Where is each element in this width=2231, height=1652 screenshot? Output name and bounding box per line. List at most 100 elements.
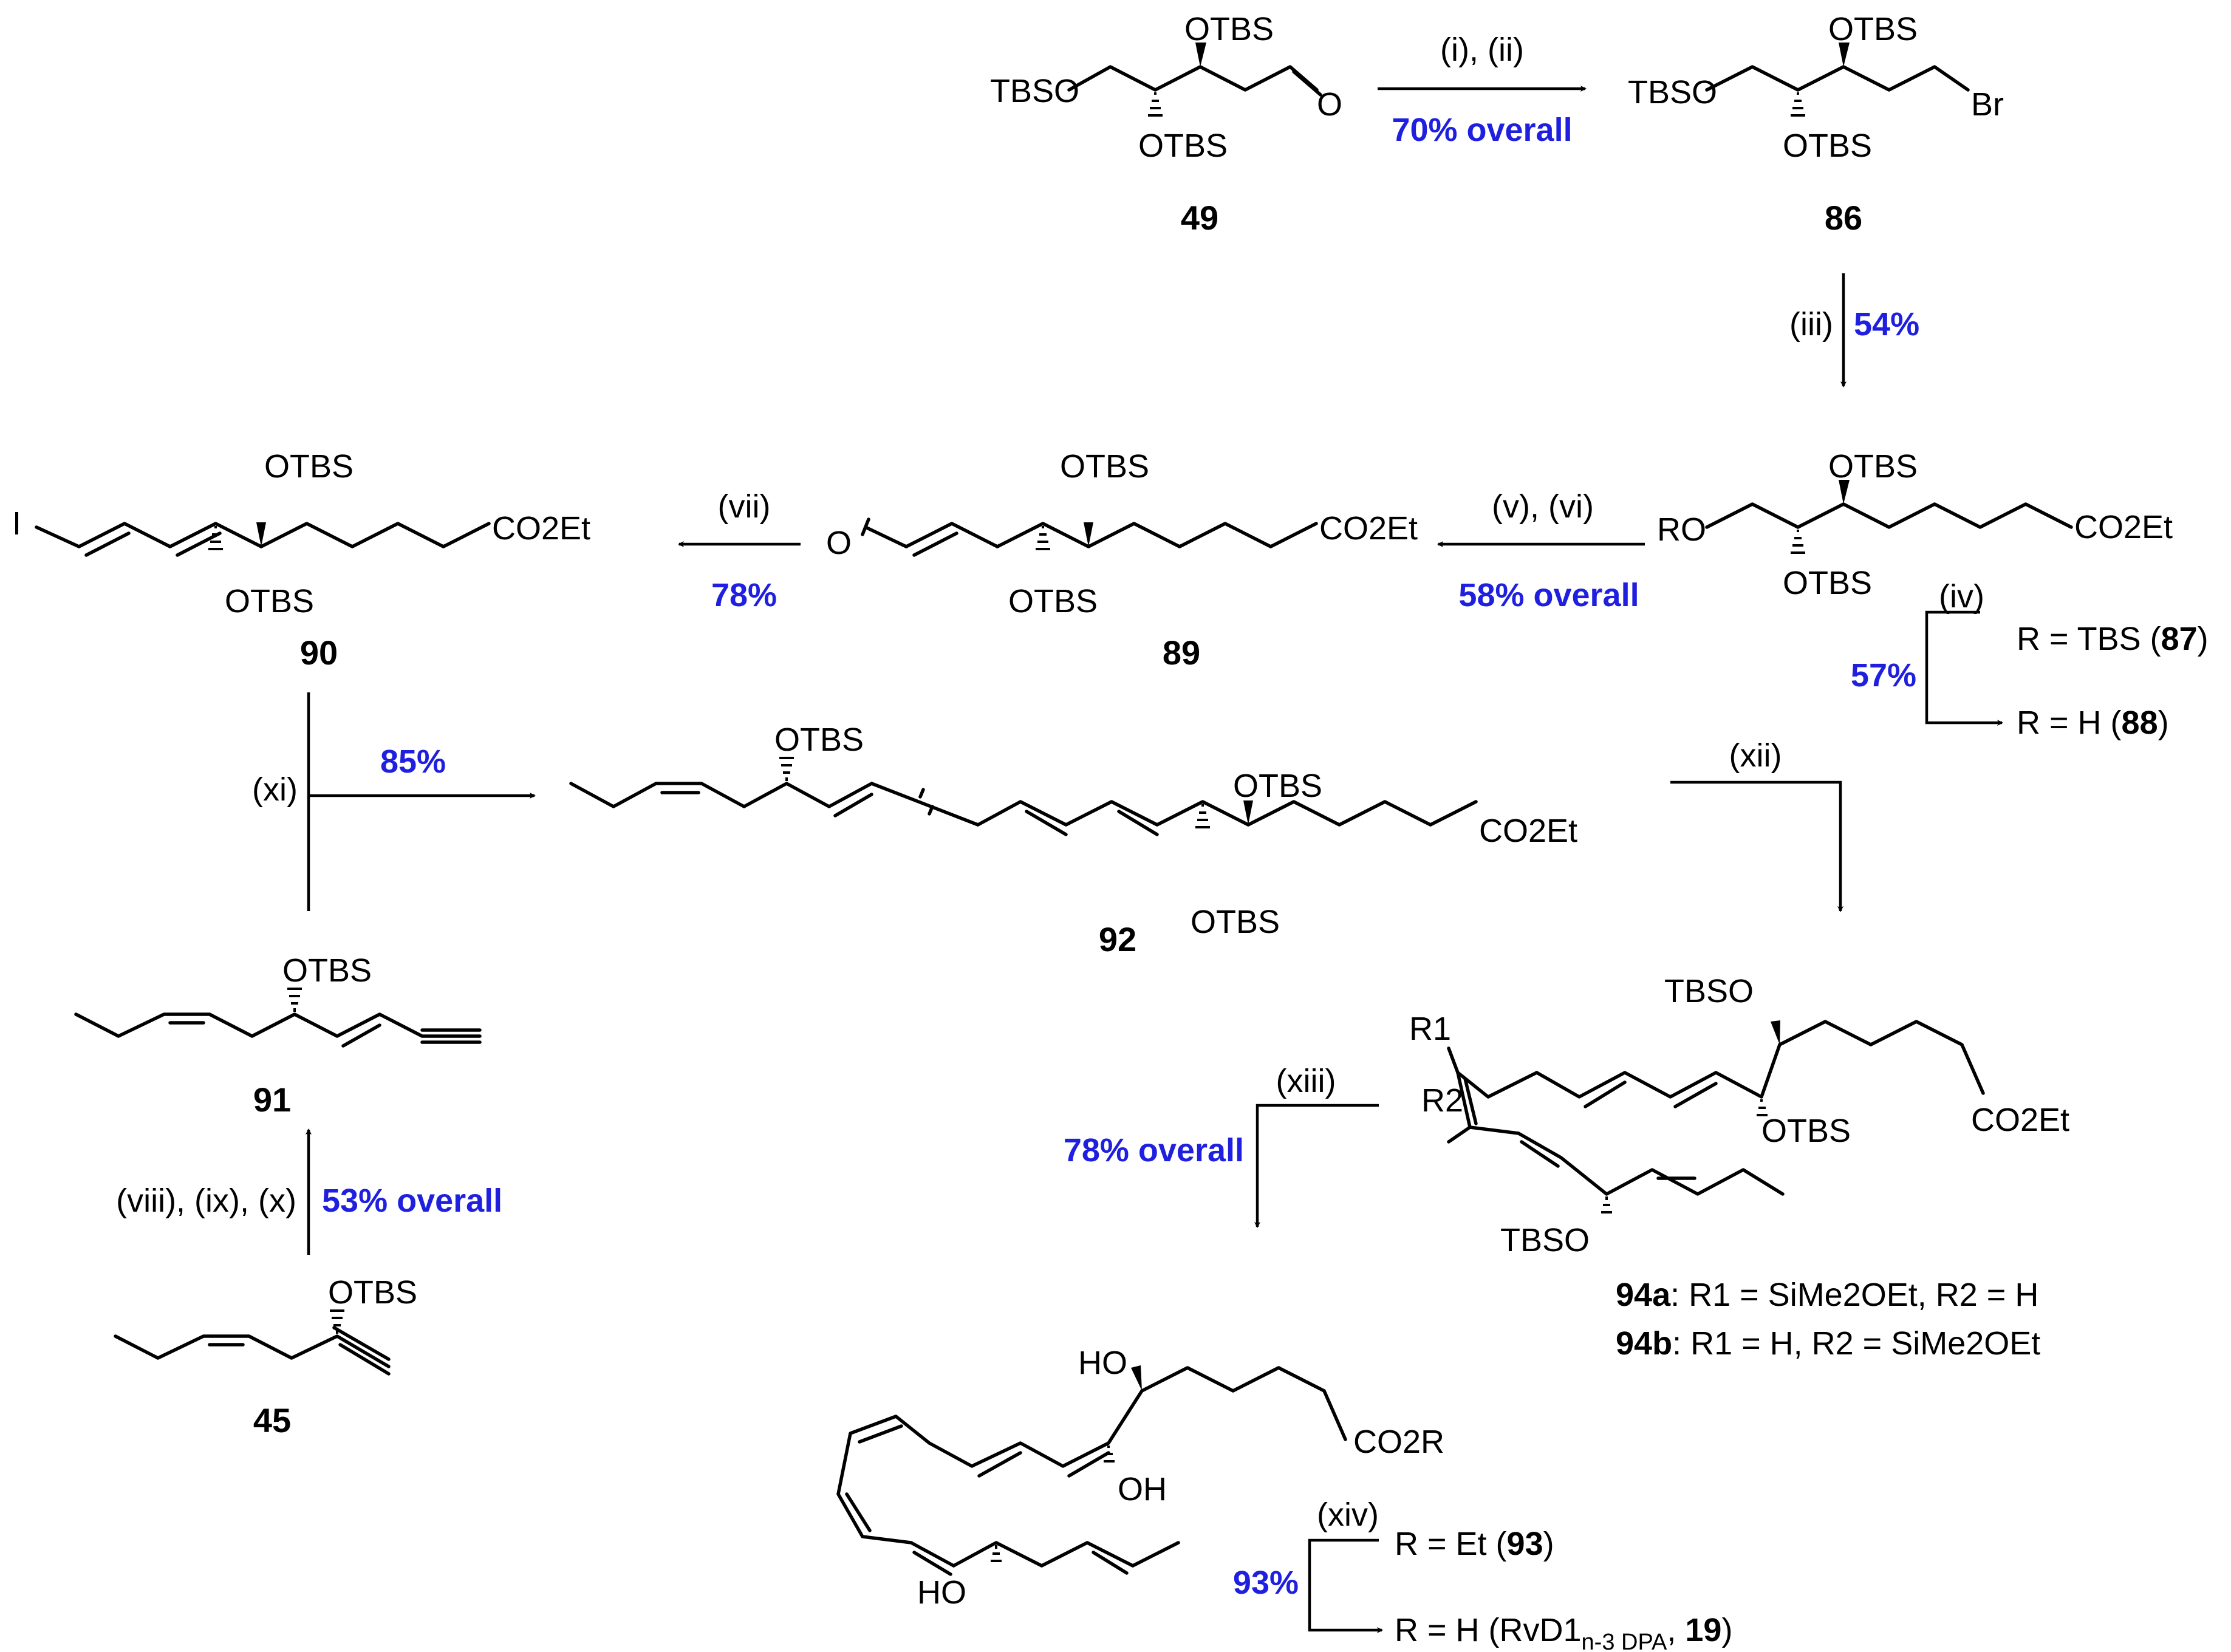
from-id: 93 [1507,1526,1543,1562]
oxygen-label: O [826,525,852,561]
otbs-label: OTBS [1828,11,1918,47]
step-arrow-1: (i), (ii) 70% overall [1378,32,1587,148]
from-text: R = TBS ( [2017,621,2161,657]
step-conditions: (iv) [1939,578,1984,615]
step-to: R = H (88) [2017,705,2169,741]
to-subscript: n-3 DPA [1582,1630,1667,1652]
step-conditions: (v), (vi) [1492,488,1594,525]
otbs-label: OTBS [1138,128,1228,164]
tbso-label: TBSO [990,73,1079,109]
compound-id: 49 [1181,199,1218,237]
compound-id: 45 [253,1401,291,1439]
otbs-label: OTBS [1761,1113,1851,1149]
step-arrow-5: (vii) 78% [678,488,801,613]
otbs-label: OTBS [1783,128,1872,164]
ester-label: CO2R [1353,1424,1444,1460]
otbs-label: OTBS [1783,565,1872,601]
step-yield: 70% overall [1392,112,1572,148]
tbso-label: TBSO [1500,1222,1590,1258]
step-conditions: (xii) [1729,737,1782,774]
r1-label: R1 [1409,1011,1451,1047]
compound-id: 86 [1825,199,1862,237]
otbs-label: OTBS [1184,11,1274,47]
step-arrow-7: (xi) 85% [252,692,536,911]
variant-text: : R1 = H, R2 = SiMe2OEt [1672,1325,2040,1362]
step-yield: 85% [380,743,446,780]
otbs-label: OTBS [225,583,314,620]
ester-label: CO2Et [1319,510,1418,547]
oxygen-label: O [1317,86,1342,123]
step-yield: 57% [1851,657,1916,694]
compound-49: TBSO OTBS OTBS O 49 [990,11,1342,237]
step-from: R = TBS (87) [2017,621,2209,657]
step-conditions: (iii) [1789,306,1833,343]
step-arrow-10: (xiv) 93% R = Et (93) R = H (RvD1n-3 DPA… [1233,1497,1733,1652]
iodine-label: I [12,505,21,542]
step-arrow-4: (v), (vi) 58% overall [1437,488,1645,613]
ester-label: CO2Et [2074,509,2173,545]
step-arrow-6: (viii), (ix), (x) 53% overall [116,1128,502,1255]
compound-87-88: RO OTBS OTBS CO2Et [1657,448,2173,601]
from-text: R = Et ( [1395,1526,1507,1562]
to-text: R = H ( [2017,705,2122,741]
step-conditions: (xi) [252,771,298,808]
tbso-label: TBSO [1664,973,1754,1009]
variant-94a: 94a: R1 = SiMe2OEt, R2 = H [1616,1277,2038,1313]
compound-93: HO OH HO CO2R [836,1345,1444,1611]
otbs-label: OTBS [1060,448,1149,485]
to-text: R = H (RvD1 [1395,1612,1582,1648]
compound-id: 90 [300,633,338,672]
to-id: 88 [2122,705,2158,741]
ester-label: CO2Et [492,510,590,547]
r2-label: R2 [1421,1082,1463,1119]
compound-45: OTBS 45 [114,1274,417,1439]
step-arrow-2: (iii) 54% [1789,273,1919,387]
step-yield: 78% [711,577,777,613]
step-from: R = Et (93) [1395,1526,1554,1562]
hydroxyl-label: OH [1118,1471,1167,1507]
compound-id: 91 [253,1080,291,1119]
bromine-label: Br [1971,86,2004,123]
compound-92: OTBS OTBS OTBS CO2Et 92 [569,722,1577,958]
from-id: 87 [2161,621,2198,657]
otbs-label: OTBS [1008,583,1098,620]
compound-86: TBSO OTBS OTBS Br 86 [1628,11,2004,237]
otbs-label: OTBS [1233,768,1322,804]
compound-89: O OTBS OTBS CO2Et 89 [826,448,1418,672]
otbs-label: OTBS [328,1274,417,1311]
step-arrow-3: (iv) 57% R = TBS (87) R = H (88) [1851,578,2209,741]
step-conditions: (i), (ii) [1440,32,1524,68]
step-conditions: (vii) [718,488,771,525]
otbs-label: OTBS [774,722,864,758]
to-id: 19 [1685,1612,1721,1648]
otbs-label: OTBS [282,952,372,989]
step-conditions: (viii), (ix), (x) [116,1183,296,1219]
otbs-label: OTBS [1191,904,1280,940]
ro-label: RO [1657,511,1706,548]
step-conditions: (xiv) [1317,1497,1379,1533]
step-yield: 78% overall [1064,1132,1244,1169]
hydroxyl-label: HO [1078,1345,1127,1381]
step-conditions: (xiii) [1276,1063,1336,1099]
tbso-label: TBSO [1628,74,1717,111]
otbs-label: OTBS [1828,448,1918,485]
compound-91: OTBS 91 [74,952,482,1119]
variant-94b: 94b: R1 = H, R2 = SiMe2OEt [1616,1325,2040,1362]
compound-id: 92 [1099,920,1136,958]
hydroxyl-label: HO [917,1574,966,1611]
step-yield: 53% overall [322,1183,502,1219]
step-to: R = H (RvD1n-3 DPA, 19) [1395,1612,1732,1652]
ester-label: CO2Et [1971,1102,2069,1138]
variant-text: : R1 = SiMe2OEt, R2 = H [1670,1277,2038,1313]
compound-90: I OTBS OTBS CO2Et 90 [12,448,590,672]
compound-id: 89 [1163,633,1200,672]
step-yield: 93% [1233,1565,1299,1601]
ester-label: CO2Et [1479,813,1577,849]
step-arrow-9: (xiii) 78% overall [1064,1063,1379,1228]
step-yield: 54% [1854,306,1919,343]
variant-id: 94a [1616,1277,1671,1313]
otbs-label: OTBS [264,448,354,485]
compound-94: TBSO OTBS TBSO R1 R2 CO2Et 94a: R1 = SiM… [1409,973,2069,1362]
step-yield: 58% overall [1458,577,1639,613]
